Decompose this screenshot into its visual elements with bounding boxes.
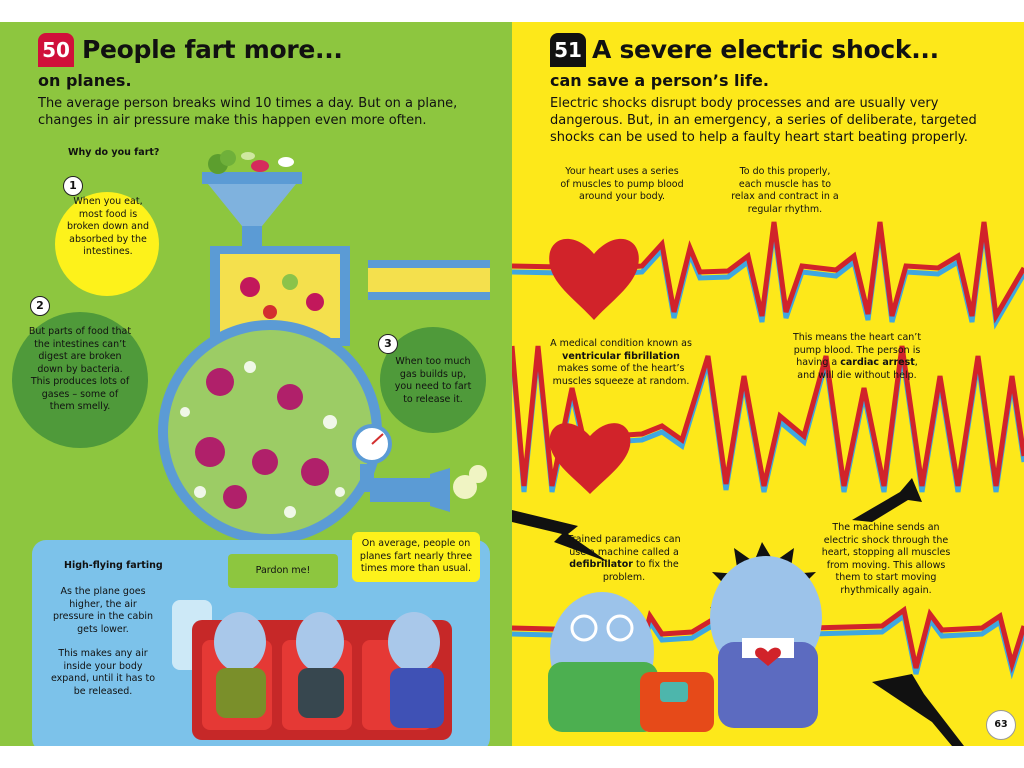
caption-3-text: A medical condition known as <box>550 338 692 349</box>
heart-icon <box>549 423 631 494</box>
caption-3: A medical condition known as ventricular… <box>548 338 694 388</box>
gauge-icon <box>352 424 392 464</box>
plane-text-1: As the plane goes higher, the air pressu… <box>52 586 154 635</box>
caption-5-text: to fix the problem. <box>602 559 679 583</box>
step-2-circle <box>12 312 148 448</box>
page-title: A severe electric shock... <box>592 35 939 64</box>
right-page: 51 A severe electric shock... can save a… <box>512 22 1024 746</box>
fact-number-badge: 51 <box>550 33 586 67</box>
step-1-circle <box>55 192 159 296</box>
step-2-number: 2 <box>30 296 50 316</box>
plane-panel: High-flying farting As the plane goes hi… <box>32 532 490 746</box>
plane-text-2: This makes any air inside your body expa… <box>50 648 156 697</box>
step-2-text: But parts of food that the intestines ca… <box>28 326 132 412</box>
caption-4-text: This means the heart can’t pump blood. T… <box>792 332 922 368</box>
speech-bubble-pardon: Pardon me! <box>228 554 338 588</box>
caption-5-term: defibrillator <box>569 559 633 570</box>
bacteria-icon <box>195 368 329 509</box>
defibrillator-icon <box>640 672 714 732</box>
intro-text: The average person breaks wind 10 times … <box>38 96 458 128</box>
intro-text: Electric shocks disrupt body processes a… <box>550 96 977 145</box>
lightning-arrow-icon <box>852 478 922 522</box>
plane-heading: High-flying farting <box>64 560 163 571</box>
caption-1: Your heart uses a series of muscles to p… <box>560 166 684 202</box>
digestion-illustration <box>158 150 490 542</box>
caption-4: This means the heart can’t pump blood. T… <box>792 332 922 382</box>
step-3-text: When too much gas builds up, you need to… <box>394 356 472 405</box>
fact-bubble: On average, people on planes fart nearly… <box>352 532 480 582</box>
step-3-number: 3 <box>378 334 398 354</box>
caption-6: The machine sends an electric shock thro… <box>821 522 951 596</box>
caption-5: Trained paramedics can use a machine cal… <box>562 534 686 584</box>
caption-4-text: , and will die without help. <box>797 357 918 381</box>
step-1-text: When you eat, most food is broken down a… <box>66 196 150 257</box>
lightning-arrow-icon <box>512 510 608 562</box>
paramedic-character <box>548 592 658 732</box>
left-page: 50 People fart more... on planes. The av… <box>0 22 512 746</box>
ecg-illustration <box>512 221 1024 746</box>
step-1-number: 1 <box>63 176 83 196</box>
plane-seats-illustration <box>172 600 452 740</box>
page-title: People fart more... <box>82 35 343 64</box>
funnel-icon <box>202 172 302 248</box>
caption-3-term: ventricular fibrillation <box>562 350 680 362</box>
fact-number-badge: 50 <box>38 33 74 67</box>
page-number: 63 <box>986 710 1016 740</box>
heart-icon <box>549 238 639 320</box>
caption-4-term: cardiac arrest <box>840 357 915 368</box>
caption-2: To do this properly, each muscle has to … <box>731 166 839 215</box>
caption-5-text: Trained paramedics can use a machine cal… <box>567 534 681 558</box>
why-heading: Why do you fart? <box>68 147 160 158</box>
lightning-arrow-icon <box>872 674 964 746</box>
patient-character <box>710 556 822 728</box>
caption-3-text: makes some of the heart’s muscles squeez… <box>552 363 690 387</box>
page-subtitle: can save a person’s life. <box>550 71 769 90</box>
page-subtitle: on planes. <box>38 71 132 90</box>
